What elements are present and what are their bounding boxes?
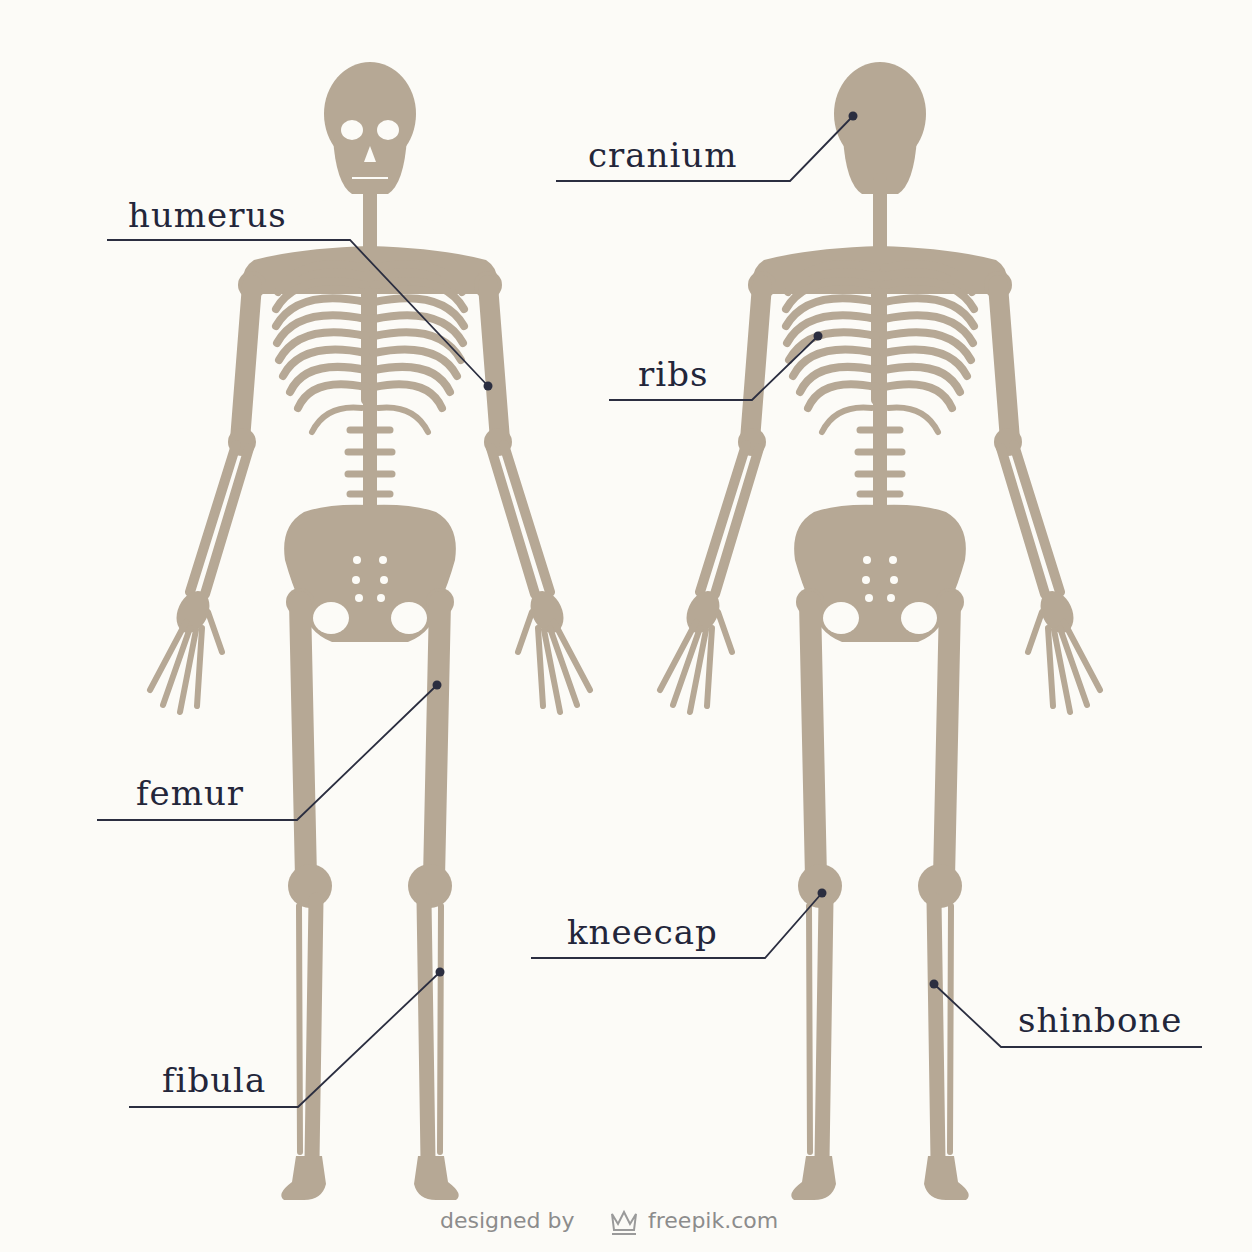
leader-line (97, 685, 437, 820)
watermark-icon (612, 1212, 636, 1234)
leader-dot (484, 382, 493, 391)
leader-line (609, 336, 818, 400)
front-skeleton (150, 62, 590, 1200)
leader-line (556, 116, 853, 181)
part-label: ribs (638, 357, 708, 391)
leader-dots (433, 112, 939, 989)
part-label: shinbone (1018, 1003, 1182, 1037)
leader-dot (930, 980, 939, 989)
part-label: kneecap (567, 915, 718, 949)
part-label: cranium (588, 138, 737, 172)
leader-dot (814, 332, 823, 341)
leader-dot (818, 889, 827, 898)
leader-line (934, 984, 1202, 1047)
watermark: freepik.com (648, 1210, 778, 1232)
leader-dot (436, 968, 445, 977)
leader-dot (433, 681, 442, 690)
watermark: designed by (440, 1210, 574, 1232)
part-label: femur (136, 776, 244, 810)
part-label: fibula (162, 1063, 266, 1097)
leader-line (531, 893, 822, 958)
leader-dot (849, 112, 858, 121)
leader-line (129, 972, 440, 1107)
part-label: humerus (128, 198, 287, 232)
leader-lines (97, 116, 1202, 1107)
leader-line (107, 240, 488, 386)
